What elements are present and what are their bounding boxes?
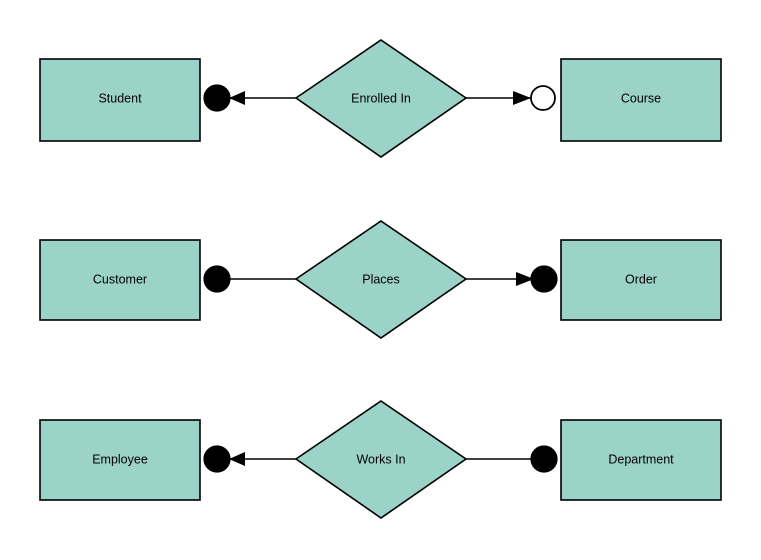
- relationship-places[interactable]: [294, 220, 468, 339]
- arrow-right-icon-course: [513, 91, 531, 105]
- arrow-left-icon-student: [229, 91, 245, 105]
- entity-student[interactable]: [39, 58, 201, 142]
- relationship-group-works-in: Employee Works In Department: [39, 400, 722, 519]
- cardinality-marker-filled-student: [203, 84, 231, 112]
- cardinality-marker-filled-employee: [203, 445, 231, 473]
- relationship-group-places: Customer Places Order: [39, 220, 722, 339]
- cardinality-marker-filled-customer: [203, 265, 231, 293]
- cardinality-marker-filled-order: [530, 265, 558, 293]
- relationship-group-enrolled-in: Student Enrolled In Course: [39, 39, 722, 158]
- entity-customer[interactable]: [39, 239, 201, 321]
- entity-course[interactable]: [560, 58, 722, 142]
- arrow-left-icon-employee: [229, 452, 245, 466]
- cardinality-marker-hollow-course: [530, 85, 556, 111]
- relationship-enrolled-in[interactable]: [294, 39, 468, 158]
- arrow-right-icon-order: [516, 272, 534, 286]
- entity-department[interactable]: [560, 419, 722, 501]
- relationship-works-in[interactable]: [294, 400, 468, 519]
- cardinality-marker-filled-department: [530, 445, 558, 473]
- entity-employee[interactable]: [39, 419, 201, 501]
- entity-order[interactable]: [560, 239, 722, 321]
